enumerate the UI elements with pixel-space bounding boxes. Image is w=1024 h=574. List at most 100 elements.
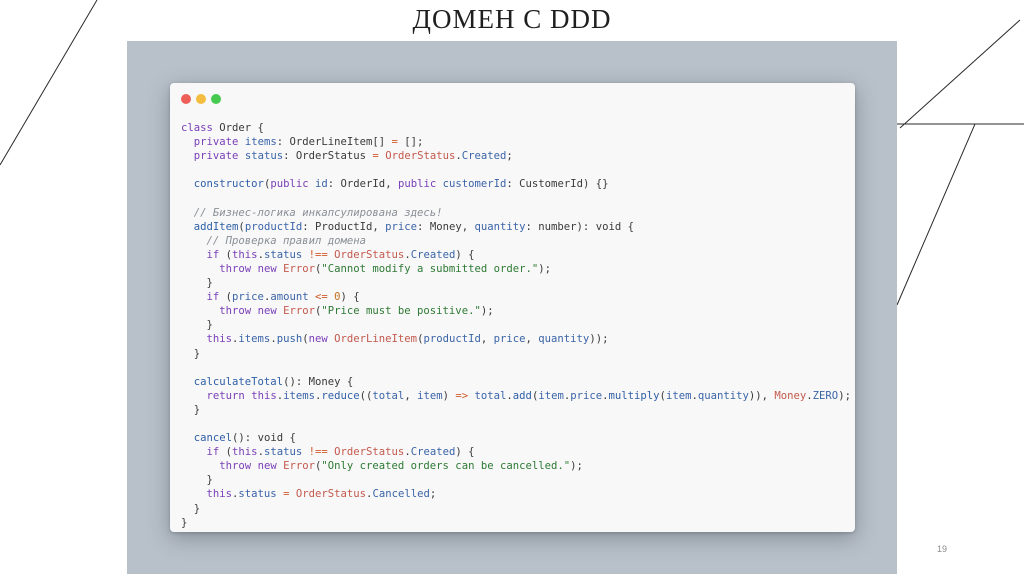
code-token: : (327, 178, 341, 191)
code-token: status (244, 150, 284, 163)
code-line: // Бизнес-логика инкапсулирована здесь! (181, 206, 851, 220)
code-token: . (232, 488, 239, 501)
code-token: price (493, 333, 526, 346)
code-line: } (181, 403, 851, 417)
code-token: , (404, 389, 418, 402)
code-token: total (372, 389, 405, 402)
code-token: . (506, 389, 513, 402)
code-token: public (270, 178, 309, 191)
code-line: if (price.amount <= 0) { (181, 290, 851, 304)
code-token: OrderStatus (334, 248, 405, 261)
code-line: private status: OrderStatus = OrderStatu… (181, 149, 851, 163)
code-token: ( (219, 446, 233, 459)
code-token: ); (838, 389, 851, 402)
code-line: // Проверка правил домена (181, 234, 851, 248)
code-token (181, 460, 219, 472)
code-token: . (276, 389, 284, 402)
code-token: quantity (538, 333, 590, 346)
code-token: ( (219, 291, 233, 304)
code-token: ( (531, 389, 539, 402)
code-token: [] (372, 136, 392, 149)
code-token: price (232, 291, 264, 304)
code-token: ( (314, 262, 322, 275)
close-button[interactable] (181, 94, 191, 104)
code-token: price (570, 389, 603, 402)
code-token: Created (410, 446, 456, 459)
code-token: addItem (193, 220, 239, 233)
code-token: : (417, 220, 430, 233)
code-token: } (181, 403, 201, 416)
code-token: { (251, 122, 264, 134)
code-token (181, 390, 207, 402)
code-token: : (525, 220, 539, 233)
code-token: number (538, 220, 577, 233)
window-controls (181, 94, 221, 104)
code-token: class (181, 122, 213, 134)
code-token: this (232, 248, 258, 261)
code-line: this.items.push(new OrderLineItem(produc… (181, 332, 851, 346)
code-token: ) { (455, 446, 475, 459)
code-token: customerId (442, 178, 507, 191)
code-token (181, 376, 194, 388)
code-token: . (314, 389, 322, 402)
code-token (181, 333, 207, 345)
code-token: item (665, 389, 692, 402)
code-token: items (238, 333, 271, 346)
code-token: ( (263, 178, 271, 191)
code-token: item (538, 389, 564, 402)
code-line: this.status = OrderStatus.Cancelled; (181, 487, 851, 501)
code-token: id (315, 178, 328, 191)
code-token: = (391, 136, 398, 149)
code-line: if (this.status !== OrderStatus.Created)… (181, 445, 851, 459)
code-token: (( (359, 389, 373, 402)
minimize-button[interactable] (196, 94, 206, 104)
code-token: if (206, 248, 220, 261)
code-token: ( (417, 333, 424, 346)
code-token: , (525, 333, 539, 346)
code-token: add (512, 389, 532, 402)
code-token: // Бизнес-логика инкапсулирована здесь! (193, 206, 443, 219)
code-token: throw (219, 460, 252, 473)
code-token: (): (283, 375, 309, 388)
code-line: } (181, 276, 851, 290)
code-token: , (372, 220, 386, 233)
code-line: } (181, 347, 851, 361)
code-token: . (257, 248, 264, 261)
code-token: : (283, 150, 296, 163)
code-token: // Проверка правил домена (206, 234, 366, 247)
code-token: !== (308, 446, 328, 459)
code-token: OrderLineItem (334, 333, 418, 346)
decor-line-left (0, 0, 98, 166)
slide-title: ДОМЕН С DDD (412, 4, 612, 34)
code-token: 0 (334, 291, 341, 304)
code-token: { (621, 220, 634, 233)
code-line: class Order { (181, 121, 851, 135)
code-token: status (263, 446, 303, 459)
code-token: Money (308, 375, 341, 388)
code-block: class Order { private items: OrderLineIt… (181, 121, 851, 530)
code-token: : (506, 178, 520, 191)
code-token: OrderStatus (295, 150, 367, 163)
code-token (181, 305, 219, 317)
code-token: item (417, 389, 443, 402)
code-token: new (257, 305, 277, 318)
code-token: } (181, 347, 201, 360)
code-token: Error (283, 460, 315, 473)
code-token: new (257, 262, 277, 275)
code-token: ) {} (582, 178, 609, 191)
zoom-button[interactable] (211, 94, 221, 104)
code-token: void (257, 432, 284, 445)
code-line: cancel(): void { (181, 431, 851, 445)
code-line: return this.items.reduce((total, item) =… (181, 389, 851, 403)
code-token: status (263, 248, 303, 261)
code-token: productId (244, 220, 303, 233)
code-token: ) { (455, 248, 475, 261)
code-token: . (691, 389, 698, 402)
code-token: Order (219, 122, 252, 134)
code-token: . (404, 248, 411, 261)
code-token: } (181, 516, 188, 529)
code-token: Error (283, 305, 315, 318)
code-token: constructor (193, 178, 264, 191)
code-editor-window: class Order { private items: OrderLineIt… (170, 83, 855, 532)
